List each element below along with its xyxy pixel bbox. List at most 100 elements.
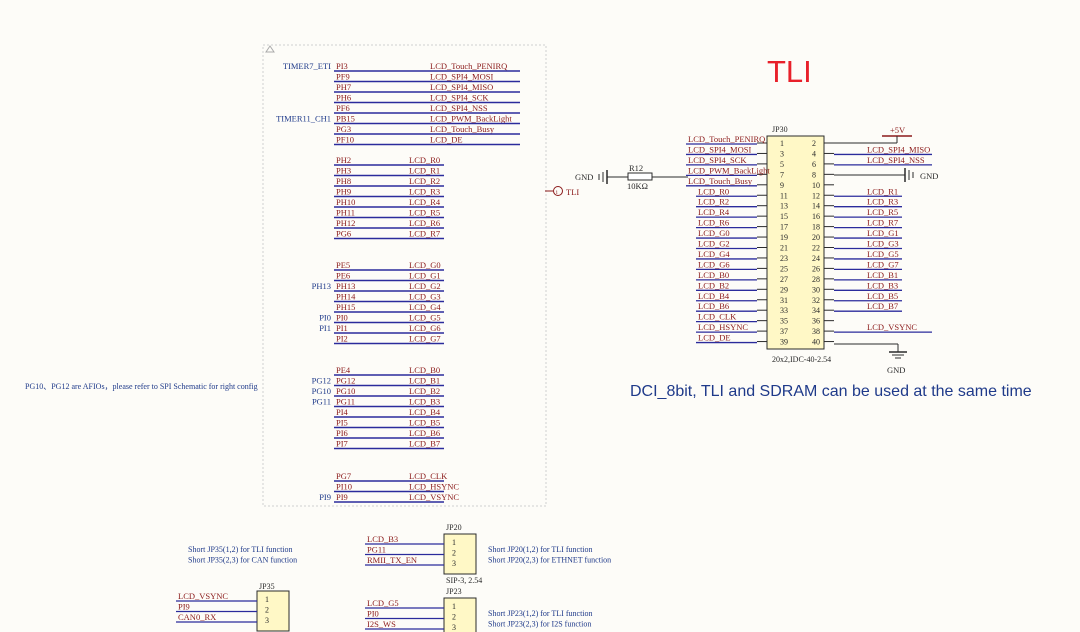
jumper-body: [443, 597, 477, 632]
jp30-pin-number: 14: [812, 202, 820, 211]
mcu-net-label: LCD_G7: [409, 334, 441, 344]
jp30-pin-number: 39: [780, 338, 788, 347]
mcu-pin-name: PI2: [336, 334, 348, 344]
jumper-net-label: CAN0_RX: [178, 612, 216, 622]
jp30-body: [766, 135, 825, 350]
mcu-net-label: LCD_DE: [430, 135, 463, 145]
mcu-pin-name: PH9: [336, 187, 351, 197]
mcu-pin-name: PI4: [336, 407, 349, 417]
jp30-pin-number: 24: [812, 254, 820, 263]
resistor-ref: R12: [629, 163, 643, 173]
tli-port-label: TLI: [566, 187, 579, 197]
mcu-pin-name: PG3: [336, 124, 351, 134]
page-title: TLI: [767, 54, 812, 89]
mcu-net-label: LCD_B1: [409, 376, 440, 386]
jp30-pin-number: 2: [812, 139, 816, 148]
jumper-net-label: RMII_TX_EN: [367, 555, 417, 565]
mcu-net-label: LCD_G3: [409, 292, 441, 302]
jumper-pin-number: 3: [265, 616, 269, 625]
resistor-value: 10KΩ: [627, 181, 648, 191]
resistor-r12: [627, 172, 653, 181]
mcu-pin-name: PF6: [336, 103, 350, 113]
mcu-pin-name: PG7: [336, 471, 351, 481]
jp30-right-net: LCD_B5: [867, 291, 898, 301]
jp30-footprint: 20x2,IDC-40-2.54: [772, 355, 831, 364]
gnd-label: GND: [575, 172, 593, 182]
jp30-pin-number: 12: [812, 191, 820, 200]
mcu-net-label: LCD_SPI4_SCK: [430, 93, 489, 103]
jumper-pin-number: 1: [265, 595, 269, 604]
jumper-note: Short JP35(2,3) for CAN function: [188, 556, 297, 565]
jp30-pin-number: 36: [812, 317, 820, 326]
jumper-footprint: SIP-3, 2.54: [446, 576, 482, 585]
mcu-net-label: LCD_B6: [409, 428, 440, 438]
mcu-alt-function-label: PG11: [312, 397, 331, 407]
jumper-pin-number: 2: [452, 613, 456, 622]
mcu-pin-name: PI6: [336, 428, 348, 438]
jp30-pin-number: 11: [780, 191, 788, 200]
jumper-net-label: PI9: [178, 602, 190, 612]
jp30-pin-number: 3: [780, 149, 784, 158]
jumper-ref: JP35: [259, 582, 275, 591]
mcu-net-label: LCD_Touch_Busy: [430, 124, 495, 134]
mcu-pin-name: PH13: [336, 281, 355, 291]
jp30-right-net: LCD_R5: [867, 207, 898, 217]
jp30-pin-number: 17: [780, 223, 788, 232]
jp30-left-net: LCD_B4: [698, 291, 730, 301]
mcu-net-label: LCD_HSYNC: [409, 482, 459, 492]
jp30-left-net: LCD_R4: [698, 207, 730, 217]
mcu-net-label: LCD_B4: [409, 407, 441, 417]
jp30-pin-number: 4: [812, 149, 816, 158]
jp30-right-net: LCD_SPI4_MISO: [867, 144, 930, 154]
jumper-body: [443, 533, 477, 575]
mcu-net-label: LCD_G2: [409, 281, 441, 291]
mcu-pin-name: PI0: [336, 313, 348, 323]
jp30-left-net: LCD_B0: [698, 270, 729, 280]
jp30-pin-number: 40: [812, 338, 820, 347]
jumper-note: Short JP35(1,2) for TLI function: [188, 545, 293, 554]
jp30-pin-number: 22: [812, 244, 820, 253]
jp30-right-net: LCD_B3: [867, 280, 898, 290]
mcu-net-label: LCD_VSYNC: [409, 492, 459, 502]
mcu-net-label: LCD_R7: [409, 229, 440, 239]
jp30-left-net: LCD_Touch_Busy: [688, 176, 753, 186]
mcu-alt-function-label: PG12: [312, 376, 331, 386]
jumper-net-label: LCD_VSYNC: [178, 591, 228, 601]
jp30-right-net: LCD_B7: [867, 301, 898, 311]
jp30-pin-number: 8: [812, 170, 816, 179]
mcu-net-label: LCD_R4: [409, 197, 441, 207]
mcu-pin-name: PH7: [336, 82, 351, 92]
jumper-pin-number: 3: [452, 559, 456, 568]
mcu-pin-name: PH12: [336, 218, 355, 228]
afio-note: PG10、PG12 are AFIOs，please refer to SPI …: [25, 382, 258, 391]
jp30-pin-number: 18: [812, 223, 820, 232]
jp30-right-net: LCD_G5: [867, 249, 899, 259]
power-label: +5V: [890, 125, 906, 135]
mcu-net-label: LCD_SPI4_MISO: [430, 82, 493, 92]
mcu-pin-name: PH2: [336, 155, 351, 165]
mcu-net-label: LCD_B2: [409, 386, 440, 396]
jumper-note: Short JP20(2,3) for ETHNET function: [488, 556, 611, 565]
jp30-pin-number: 28: [812, 275, 820, 284]
mcu-pin-name: PH6: [336, 93, 351, 103]
mcu-pin-name: PI3: [336, 61, 348, 71]
jumper-net-label: PI0: [367, 609, 379, 619]
mcu-net-label: LCD_G6: [409, 323, 441, 333]
jp30-pin-number: 19: [780, 233, 788, 242]
jp30-pin-number: 21: [780, 244, 788, 253]
jp30-left-net: LCD_DE: [698, 333, 731, 343]
mcu-net-label: LCD_G0: [409, 260, 441, 270]
mcu-net-label: LCD_CLK: [409, 471, 448, 481]
tli-port-symbol: [553, 186, 563, 196]
jp30-right-net: LCD_R1: [867, 186, 898, 196]
mcu-pin-name: PE5: [336, 260, 350, 270]
jp30-left-net: LCD_G2: [698, 239, 730, 249]
mcu-pin-name: PH3: [336, 166, 351, 176]
jp30-pin-number: 23: [780, 254, 788, 263]
jp30-pin-number: 9: [780, 181, 784, 190]
jp30-left-net: LCD_B6: [698, 301, 729, 311]
mcu-alt-function-label: PI1: [319, 323, 331, 333]
jumper-pin-number: 3: [452, 623, 456, 632]
